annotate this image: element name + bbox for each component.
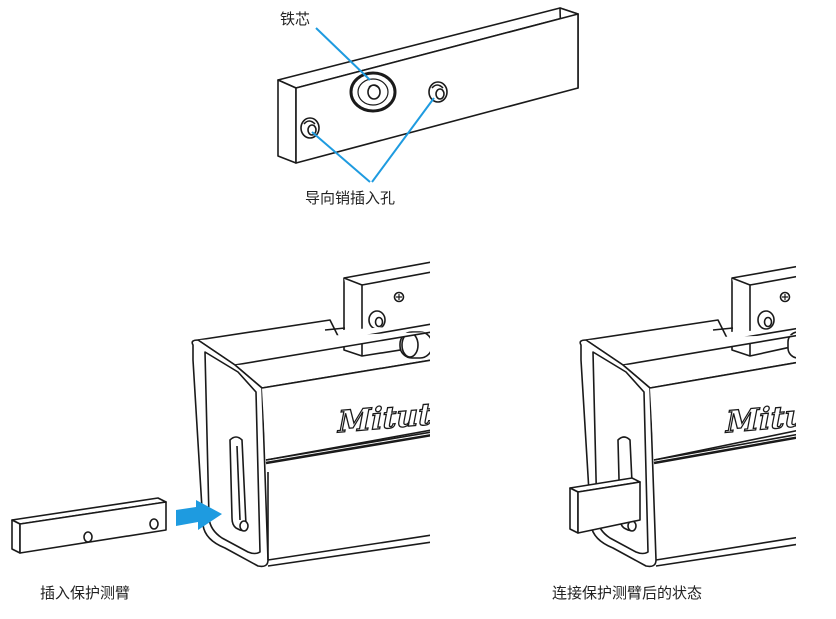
- label-iron-core: 铁芯: [280, 10, 311, 28]
- loose-protective-arm: [11, 497, 167, 554]
- leader-hole-left: [311, 131, 371, 183]
- guide-pin-hole-right: [428, 81, 448, 103]
- label-guide-pin-holes: 导向销插入孔: [305, 189, 396, 207]
- iron-core: [349, 71, 397, 113]
- leader-hole-right: [371, 97, 435, 183]
- insert-direction-arrow: [176, 500, 222, 530]
- sensor-body-left: [191, 261, 430, 568]
- caption-arm-connected: 连接保护测臂后的状态: [552, 584, 703, 602]
- leader-iron-core: [315, 27, 371, 81]
- protective-arm-plate: [277, 7, 579, 164]
- leader-lines: [311, 27, 435, 183]
- sensor-body-right: [569, 265, 796, 568]
- caption-insert-arm: 插入保护测臂: [40, 584, 131, 602]
